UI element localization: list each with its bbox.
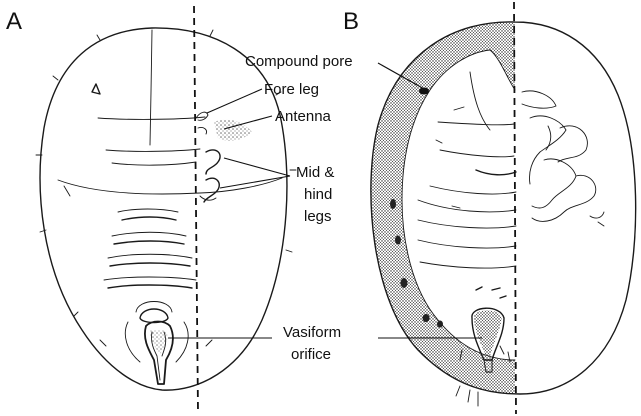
panel-a-midline bbox=[194, 6, 198, 412]
panel-b-label: B bbox=[343, 8, 359, 35]
compound-pore-label: Compound pore bbox=[245, 53, 353, 70]
panel-b-midline bbox=[514, 2, 516, 414]
panel-a-body bbox=[36, 28, 296, 390]
antenna-label: Antenna bbox=[275, 108, 332, 125]
mid-hind-legs-label: Mid & hind legs bbox=[296, 164, 339, 225]
panel-b-body bbox=[371, 22, 636, 406]
fore-leg-label: Fore leg bbox=[264, 81, 319, 98]
vasiform-orifice-label: Vasiform orifice bbox=[283, 324, 345, 363]
panel-a-label: A bbox=[6, 8, 22, 35]
